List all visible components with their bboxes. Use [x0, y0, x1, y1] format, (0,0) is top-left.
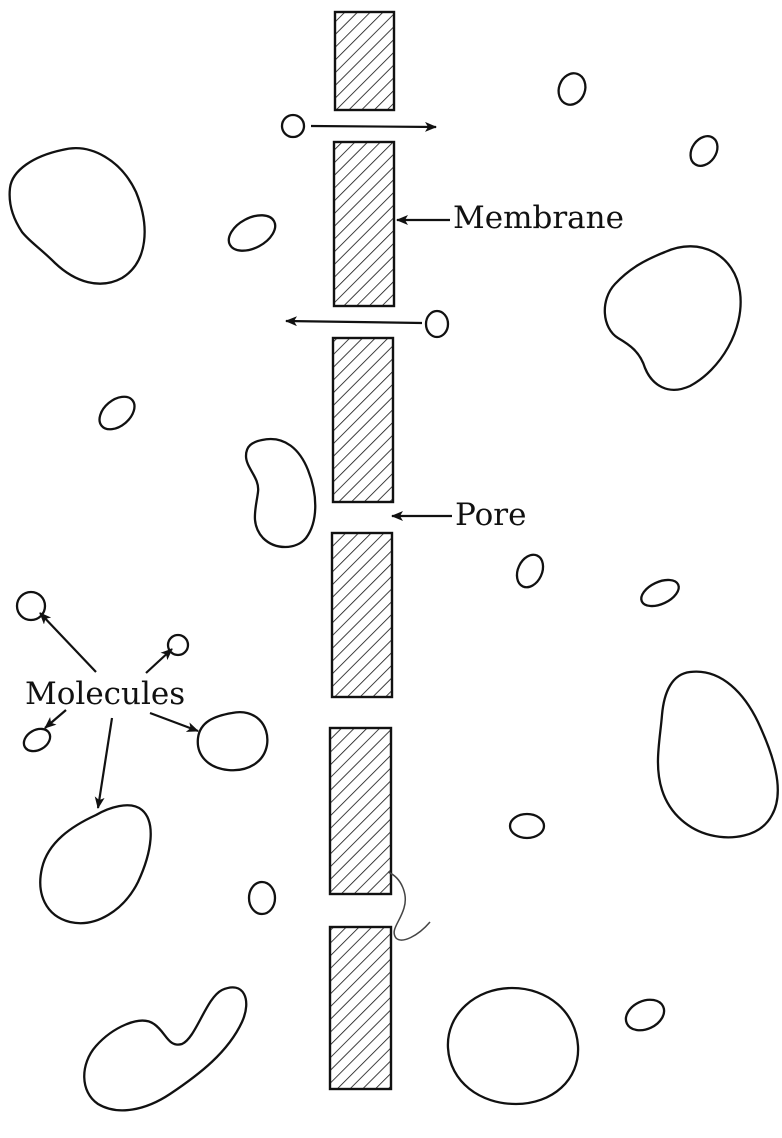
- molecules-pointer-left: [45, 710, 66, 728]
- molecule-crossing-left: [426, 311, 448, 337]
- pore-label: Pore: [455, 500, 526, 531]
- small-molecule: [685, 131, 723, 171]
- small-molecule: [93, 390, 140, 436]
- small-molecule: [510, 814, 544, 838]
- molecules-pointer-upper-right: [146, 649, 172, 673]
- molecules-label: Molecules: [25, 679, 185, 710]
- small-molecule: [512, 551, 548, 592]
- molecules-pointer-down: [98, 718, 112, 808]
- large-molecule: [605, 246, 741, 390]
- membrane-segment: [335, 12, 394, 110]
- membrane-segment: [330, 728, 391, 894]
- membrane: [330, 12, 394, 1089]
- molecules-pointer-upper-left: [40, 613, 96, 672]
- large-molecule: [658, 672, 778, 838]
- arrow-right: [311, 126, 436, 127]
- large-molecule: [10, 148, 145, 283]
- membrane-segment: [333, 338, 393, 502]
- small-molecule: [20, 724, 54, 755]
- large-molecule: [84, 987, 246, 1110]
- arrow-left: [286, 321, 422, 323]
- squiggle-mark: [388, 872, 430, 940]
- label-arrows: [40, 220, 452, 808]
- membrane-label: Membrane: [453, 203, 624, 234]
- small-molecule: [223, 208, 281, 258]
- small-molecule: [168, 635, 188, 655]
- molecule-crossing-right: [282, 115, 304, 137]
- small-molecule: [637, 575, 683, 612]
- membrane-segment: [334, 142, 394, 306]
- large-molecule: [40, 805, 150, 923]
- molecules-pointer-right: [150, 713, 198, 731]
- small-molecule: [621, 994, 669, 1036]
- small-molecule: [554, 70, 589, 109]
- membrane-segment: [332, 533, 392, 697]
- small-molecule: [249, 882, 275, 914]
- membrane-segment: [330, 927, 391, 1089]
- large-molecule: [246, 439, 315, 547]
- small-molecule: [17, 592, 45, 620]
- large-molecule: [198, 712, 268, 770]
- large-molecule: [448, 988, 578, 1104]
